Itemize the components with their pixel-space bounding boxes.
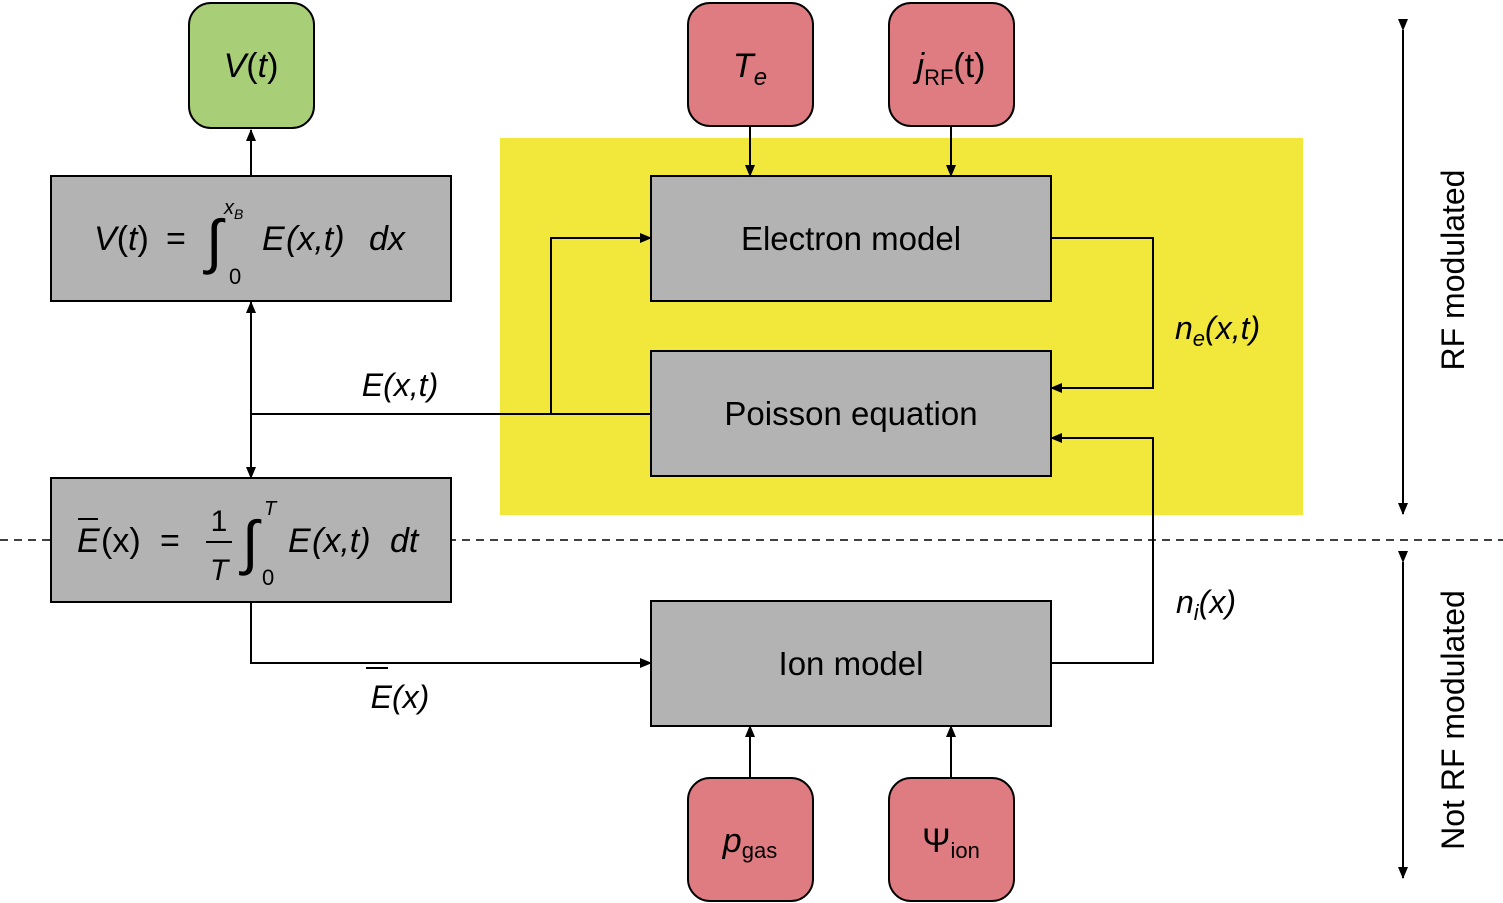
ne-label: ne(x,t) xyxy=(1175,310,1260,351)
v-output-label: V(t) xyxy=(224,47,279,85)
arrow-e-to-electron-model xyxy=(550,233,652,414)
svg-text:(x,t): (x,t) xyxy=(286,220,345,258)
mean-field-equation: E (x) = 1 T ∫ T 0 E (x,t) dt xyxy=(77,498,420,590)
svg-text:E(x): E(x) xyxy=(371,679,430,715)
ni-label: ni(x) xyxy=(1176,584,1236,625)
jrf-input-label: jRF(t) xyxy=(913,47,986,90)
pgas-input-box xyxy=(687,777,814,902)
voltage-integral-equation: V(t) = ∫ xB 0 E (x,t) dx xyxy=(94,197,406,289)
svg-text:=: = xyxy=(166,220,186,258)
jrf-input-box xyxy=(888,2,1015,127)
psi-ion-input-label: Ψion xyxy=(922,822,980,863)
te-input-box xyxy=(687,2,814,127)
svg-text:V(t): V(t) xyxy=(94,220,149,258)
arrow-ne-to-poisson xyxy=(1050,237,1154,393)
svg-text:E: E xyxy=(77,522,100,560)
te-input-label: Te xyxy=(733,47,767,91)
poisson-equation-label: Poisson equation xyxy=(724,395,977,432)
svg-text:0: 0 xyxy=(262,565,274,590)
electron-model-label: Electron model xyxy=(741,220,961,257)
not-rf-modulated-label: Not RF modulated xyxy=(1435,590,1471,850)
svg-text:E: E xyxy=(262,220,285,258)
ebar-field-label: E(x) xyxy=(366,667,430,715)
svg-text:T: T xyxy=(264,498,278,520)
svg-text:xB: xB xyxy=(223,197,243,222)
voltage-integral-box xyxy=(50,175,452,302)
ion-model-box xyxy=(650,600,1052,727)
poisson-equation-box xyxy=(650,350,1052,477)
svg-text:dx: dx xyxy=(369,220,406,258)
svg-text:(x): (x) xyxy=(101,522,141,560)
svg-text:0: 0 xyxy=(229,264,241,289)
mean-field-box xyxy=(50,477,452,603)
svg-text:∫: ∫ xyxy=(203,208,226,275)
svg-text:dt: dt xyxy=(390,522,420,560)
arrow-ebar-to-ion-model xyxy=(250,602,652,668)
electron-model-box xyxy=(650,175,1052,302)
e-field-label: E(x,t) xyxy=(362,367,438,403)
rf-modulated-label: RF modulated xyxy=(1435,170,1471,371)
svg-text:(x,t): (x,t) xyxy=(312,522,371,560)
svg-text:E: E xyxy=(288,522,311,560)
v-output-box xyxy=(188,2,315,129)
pgas-input-label: pgas xyxy=(722,822,777,863)
svg-text:T: T xyxy=(210,554,231,587)
svg-text:∫: ∫ xyxy=(239,509,262,576)
psi-ion-input-box xyxy=(888,777,1015,902)
svg-text:=: = xyxy=(160,522,180,560)
arrow-ni-to-poisson xyxy=(1050,433,1154,664)
svg-text:1: 1 xyxy=(211,505,228,538)
ion-model-label: Ion model xyxy=(779,645,924,682)
